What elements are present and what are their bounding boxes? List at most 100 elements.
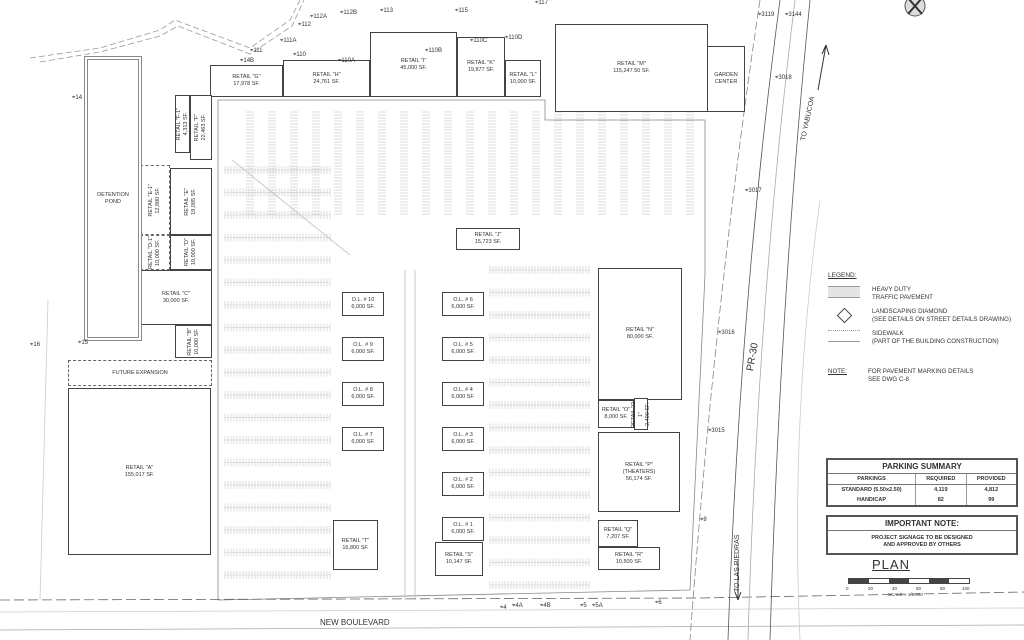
building-label: O.L. # 7 6,000 SF.: [351, 432, 375, 445]
survey-point: ⌖113: [380, 8, 393, 14]
building-label: RETAIL "E" 19,085 SF.: [184, 187, 197, 216]
pr30-edge-4: [689, 0, 761, 640]
scale-tick: 60: [916, 586, 922, 591]
table-cell: 4,812: [984, 487, 999, 493]
ramp: [797, 199, 821, 640]
building-label: DETENTION POND: [97, 191, 129, 205]
new-boulevard-label: NEW BOULEVARD: [320, 618, 390, 627]
building-label: RETAIL "D-1" 10,000 SF.: [148, 236, 161, 269]
note-line: PROJECT SIGNAGE TO BE DESIGNED: [871, 535, 973, 541]
survey-point: ⌖115: [455, 8, 468, 14]
survey-point: ⌖3119: [758, 12, 775, 18]
building-label: FUTURE EXPANSION: [112, 369, 168, 376]
building-d: RETAIL "D" 10,000 SF.: [170, 235, 212, 270]
building-ol1: O.L. # 1 6,000 SF.: [442, 517, 484, 541]
survey-point: ⌖110: [293, 52, 306, 58]
table-cell: HANDICAP: [828, 495, 917, 505]
note-line: AND APPROVED BY OTHERS: [883, 542, 961, 548]
to-las-piedras-label: TO LAS PIEDRAS: [734, 534, 741, 592]
survey-point: ⌖3144: [785, 12, 802, 18]
building-label: O.L. # 6 6,000 SF.: [451, 297, 475, 310]
parking-stalls: [224, 111, 694, 589]
building-c: RETAIL "C" 30,000 SF.: [140, 270, 212, 325]
column-header: PARKINGS: [828, 474, 917, 484]
building-label: RETAIL "G" 17,978 SF.: [232, 74, 261, 87]
building-f: RETAIL "F" 22,463 SF.: [190, 95, 212, 160]
building-h: RETAIL "H" 24,761 SF.: [283, 60, 370, 97]
legend-sublabel: (SEE DETAILS ON STREET DETAILS DRAWING): [872, 316, 1012, 323]
survey-point: ⌖15: [78, 340, 89, 346]
building-s: RETAIL "S" 10,147 SF.: [435, 542, 483, 576]
building-fe: FUTURE EXPANSION: [68, 360, 212, 386]
parking-summary-table: PARKING SUMMARY PARKINGS REQUIRED PROVID…: [826, 458, 1018, 507]
building-label: O.L. # 1 6,000 SF.: [451, 522, 475, 535]
building-d1: RETAIL "D-1" 10,000 SF.: [140, 235, 170, 270]
column-header: REQUIRED: [916, 474, 967, 484]
building-label: O.L. # 5 6,000 SF.: [451, 342, 475, 355]
survey-point: ⌖110D: [505, 35, 523, 41]
note-line: FOR PAVEMENT MARKING DETAILS: [868, 368, 974, 375]
table-cell: 4,119: [916, 485, 967, 495]
legend-sublabel: TRAFFIC PAVEMENT: [872, 294, 933, 301]
scale-text: SCALE = 1/1,000: [888, 592, 923, 597]
building-label: O.L. # 9 6,000 SF.: [351, 342, 375, 355]
new-boulevard-north-edge: [0, 591, 1024, 601]
survey-point: ⌖112B: [340, 10, 357, 16]
survey-point: ⌖14: [72, 95, 83, 101]
survey-point: ⌖16: [30, 342, 41, 348]
survey-point: ⌖4A: [512, 603, 523, 609]
building-label: O.L. # 8 6,000 SF.: [351, 387, 375, 400]
survey-point: ⌖4B: [540, 603, 551, 609]
building-label: RETAIL "K" 19,877 SF.: [467, 60, 495, 73]
building-label: RETAIL "Q" 7,207 SF.: [603, 526, 633, 540]
building-label: O.L. # 2 6,000 SF.: [451, 477, 475, 490]
scale-bar: [848, 578, 970, 584]
survey-point: ⌖3016: [718, 330, 735, 336]
building-l: RETAIL "L" 10,000 SF.: [505, 60, 541, 97]
survey-point: ⌖111A: [280, 38, 297, 44]
survey-point: ⌖110A: [338, 58, 355, 64]
pr30-edge-2: [747, 0, 796, 640]
building-label: O.L. # 4 6,000 SF.: [451, 387, 475, 400]
new-boulevard-center: [0, 607, 1024, 613]
scale-tick: 40: [892, 586, 898, 591]
pavement-swatch: [828, 286, 860, 298]
survey-point: ⌖6: [655, 600, 662, 606]
building-ol10: O.L. # 10 6,000 SF.: [342, 292, 384, 316]
building-label: RETAIL "T" 16,800 SF.: [341, 538, 370, 551]
new-boulevard-south-edge: [0, 624, 1024, 631]
building-ol3: O.L. # 3 6,000 SF.: [442, 427, 484, 451]
important-note-box: IMPORTANT NOTE: PROJECT SIGNAGE TO BE DE…: [826, 515, 1018, 555]
diamond-icon: [828, 307, 860, 324]
building-label: RETAIL "M" 115,247.50 SF.: [613, 61, 650, 74]
north-arrow-icon: [904, 0, 926, 17]
building-g: RETAIL "G" 17,978 SF.: [210, 65, 283, 97]
survey-point: ⌖112: [298, 22, 311, 28]
building-ol8: O.L. # 8 6,000 SF.: [342, 382, 384, 406]
building-p: RETAIL "P" (THEATERS) 56,174 SF.: [598, 432, 680, 512]
legend-item-sidewalk: SIDEWALK(PART OF THE BUILDING CONSTRUCTI…: [828, 330, 1024, 346]
plan-title: PLAN: [872, 557, 910, 572]
pr30-edge-1: [727, 0, 781, 640]
las-piedras-arrow-icon: [734, 560, 742, 601]
building-label: RETAIL "B" 10,000 SF.: [186, 327, 200, 356]
survey-point: ⌖4: [500, 605, 507, 611]
building-j: RETAIL "J" 15,723 SF.: [456, 228, 520, 250]
building-r: RETAIL "R" 10,500 SF.: [598, 547, 660, 570]
building-label: RETAIL "O-1" 2,400 SF.: [630, 399, 651, 429]
column-header: PROVIDED: [976, 476, 1006, 482]
building-gc: GARDEN CENTER: [707, 46, 745, 112]
building-ol4: O.L. # 4 6,000 SF.: [442, 382, 484, 406]
building-label: O.L. # 3 6,000 SF.: [451, 432, 475, 445]
building-label: RETAIL "R" 10,500 SF.: [614, 551, 644, 565]
building-n: RETAIL "N" 80,000 SF.: [598, 268, 682, 400]
building-label: RETAIL "S" 10,147 SF.: [445, 552, 473, 565]
building-label: RETAIL "E-1" 12,880 SF.: [148, 183, 161, 217]
building-m: RETAIL "M" 115,247.50 SF.: [555, 24, 708, 112]
important-note-title: IMPORTANT NOTE:: [828, 517, 1016, 531]
building-label: RETAIL "O" 8,000 SF.: [601, 407, 631, 420]
parking-summary-title: PARKING SUMMARY: [828, 460, 1016, 474]
